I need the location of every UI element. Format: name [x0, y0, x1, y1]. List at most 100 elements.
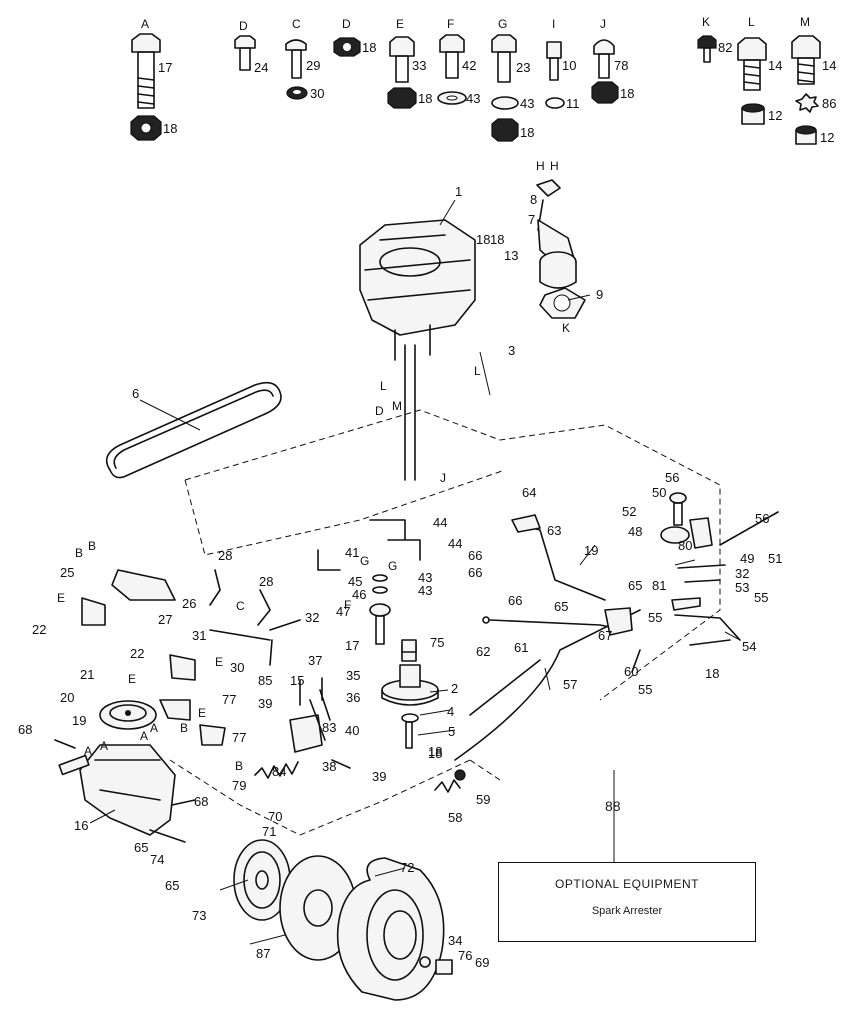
callout: 68 — [18, 722, 32, 737]
callout: 56 — [755, 511, 769, 526]
callout: 57 — [563, 677, 577, 692]
callout: 72 — [400, 860, 414, 875]
callout: 64 — [522, 485, 536, 500]
leader-lines — [89, 199, 741, 945]
engine-pulley-icon — [381, 644, 439, 749]
optional-equipment-item: Spark Arrester — [591, 905, 663, 917]
callout: 84 — [272, 764, 286, 779]
callout: 6 — [132, 386, 139, 401]
callout: 4 — [447, 704, 454, 719]
callout: 66 — [508, 593, 522, 608]
callout: 56 — [665, 470, 679, 485]
callout: 30 — [230, 660, 244, 675]
callout: 62 — [476, 644, 490, 659]
callout: 65 — [554, 599, 568, 614]
callout: 28 — [218, 548, 232, 563]
frame-outline — [169, 409, 721, 836]
letter-label: A — [100, 739, 108, 753]
assembly-letters: H H K L L M D J B B B B C E E E E G G F … — [57, 159, 570, 773]
hw-part: 14 — [822, 58, 836, 73]
transaxle-pulley-icon — [99, 700, 157, 730]
callout: 59 — [476, 792, 490, 807]
letter-label: E — [128, 672, 136, 686]
letter-label: E — [215, 655, 223, 669]
hw-letter: J — [600, 17, 606, 31]
callout: 37 — [308, 653, 322, 668]
callout: 55 — [754, 590, 768, 605]
callout: 34 — [448, 933, 462, 948]
hw-part: 23 — [516, 60, 530, 75]
bolt-f-icon — [437, 34, 467, 105]
callout: 19 — [72, 713, 86, 728]
callout: 18 — [428, 744, 442, 759]
callout: 83 — [322, 720, 336, 735]
callout: 32 — [735, 566, 749, 581]
letter-label: B — [88, 539, 96, 553]
bolt-c-icon — [285, 39, 308, 100]
letter-label: F — [344, 598, 351, 612]
callout: 45 — [348, 574, 362, 589]
letter-label: G — [388, 559, 397, 573]
callout: 36 — [346, 690, 360, 705]
letter-label: E — [57, 591, 65, 605]
callout: 32 — [305, 610, 319, 625]
letter-label: B — [75, 546, 83, 560]
callout: 22 — [32, 622, 46, 637]
optional-equipment-title: OPTIONAL EQUIPMENT — [555, 877, 699, 891]
letter-label: L — [380, 379, 387, 393]
callout: 66 — [468, 548, 482, 563]
hw-part: 18 — [418, 91, 432, 106]
callout: 77 — [232, 730, 246, 745]
callout: 77 — [222, 692, 236, 707]
hw-letter: C — [292, 17, 301, 31]
callout: 9 — [596, 287, 603, 302]
callout: 61 — [514, 640, 528, 655]
hw-part: 11 — [566, 96, 580, 111]
callout: 67 — [598, 628, 612, 643]
transaxle-icon — [58, 744, 186, 843]
callout: 17 — [345, 638, 359, 653]
hw-letter: D — [342, 17, 351, 31]
callout: 35 — [346, 668, 360, 683]
callout: 85 — [258, 673, 272, 688]
callout: 63 — [547, 523, 561, 538]
letter-label: A — [84, 744, 92, 758]
callout: 65 — [628, 578, 642, 593]
callout: 18 — [428, 746, 442, 761]
callout: 51 — [768, 551, 782, 566]
bolt-d-small-icon — [234, 35, 256, 71]
hw-part: 14 — [768, 58, 782, 73]
hw-letter: M — [800, 15, 810, 29]
engine-icon — [359, 219, 476, 481]
callout: 46 — [352, 587, 366, 602]
callout: 65 — [165, 878, 179, 893]
hw-letter: I — [552, 17, 555, 31]
letter-label: A — [140, 729, 148, 743]
hw-part: 30 — [310, 86, 324, 101]
tire-icon — [336, 857, 453, 1001]
letter-label: H — [550, 159, 559, 173]
callout: 18 — [490, 232, 504, 247]
callout: 68 — [194, 794, 208, 809]
linkage-parts — [54, 492, 779, 806]
callout: 79 — [232, 778, 246, 793]
callout: 55 — [638, 682, 652, 697]
bolt-m-icon — [791, 35, 821, 145]
bolt-j-icon — [591, 39, 619, 104]
callout: 76 — [458, 948, 472, 963]
callout: 40 — [345, 723, 359, 738]
letter-label: B — [235, 759, 243, 773]
callout: 38 — [322, 759, 336, 774]
hw-part: 18 — [163, 121, 177, 136]
hw-letter: G — [498, 17, 507, 31]
letter-label: H — [536, 159, 545, 173]
hw-part: 12 — [768, 108, 782, 123]
callout: 41 — [345, 545, 359, 560]
callout: 74 — [150, 852, 164, 867]
optional-equipment-box: OPTIONAL EQUIPMENT Spark Arrester — [498, 862, 756, 942]
optional-equipment-callout: 88 — [605, 798, 621, 814]
bolt-g-icon — [491, 34, 519, 142]
callout: 5 — [448, 724, 455, 739]
callout: 28 — [259, 574, 273, 589]
